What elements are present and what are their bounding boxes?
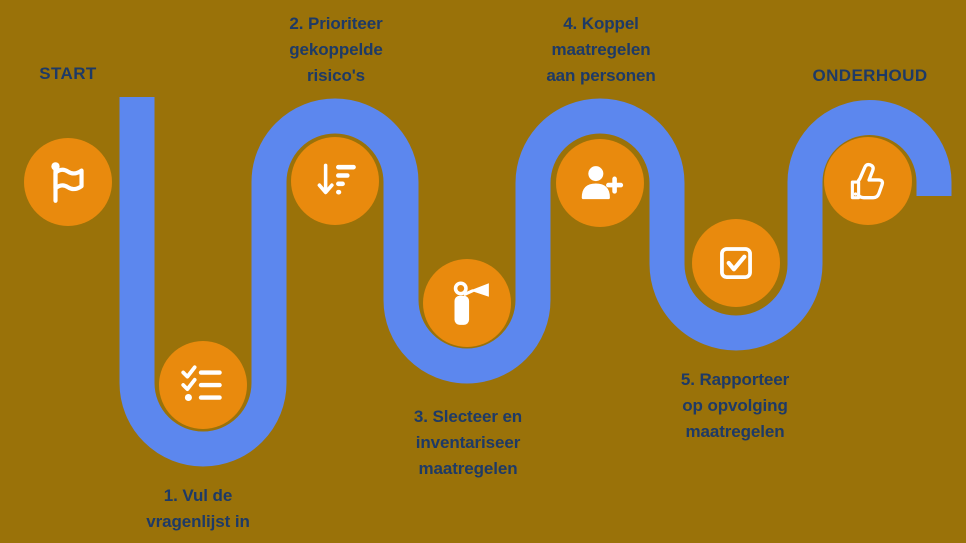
label-step-5: 5. Rapporteer op opvolging maatregelen	[680, 370, 790, 441]
label-step-2: 2. Prioriteer gekoppelde risico's	[289, 14, 383, 85]
node-step-2	[291, 137, 379, 225]
add-person-icon	[581, 166, 624, 200]
label-step-3: 3. Slecteer en inventariseer maatregelen	[413, 407, 523, 478]
label-onderhoud: ONDERHOUD	[812, 66, 928, 85]
flag-icon	[51, 162, 84, 203]
node-step-1	[159, 341, 247, 429]
node-start	[24, 138, 112, 226]
label-step-4: 4. Koppel maatregelen aan personen	[546, 14, 656, 85]
node-step-4	[556, 139, 644, 227]
fire-extinguisher-icon	[453, 281, 489, 325]
checkbox-checked-icon	[720, 247, 752, 279]
sort-descending-icon	[317, 163, 356, 195]
thumbs-up-icon	[850, 162, 885, 200]
checklist-icon	[181, 365, 222, 402]
journey-path-line	[119, 97, 952, 467]
label-start: START	[39, 64, 97, 83]
node-step-5	[692, 219, 780, 307]
node-step-3	[423, 259, 511, 347]
node-onderhoud	[824, 137, 912, 225]
label-step-1: 1. Vul de vragenlijst in	[146, 486, 250, 531]
